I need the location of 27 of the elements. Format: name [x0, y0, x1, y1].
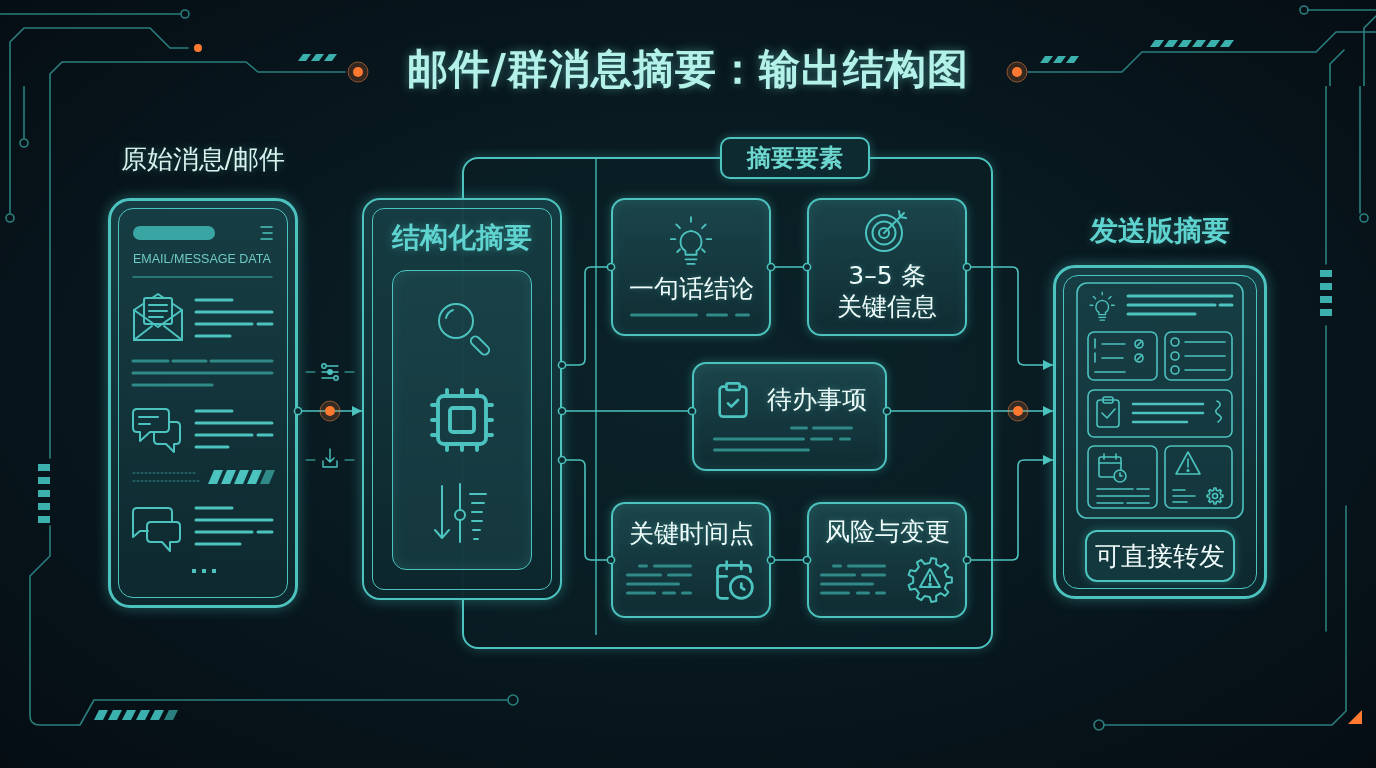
element-card: [807, 502, 967, 618]
element-card: [611, 502, 771, 618]
card-title: 一句话结论: [628, 273, 754, 305]
element-card: [692, 362, 887, 471]
connector: [766, 555, 812, 565]
column-heading: 发送版摘要: [1090, 213, 1230, 249]
data-label: EMAIL/MESSAGE DATA: [133, 252, 271, 267]
card-title: 3–5 条关键信息: [836, 259, 938, 323]
connector: [882, 406, 1054, 416]
card-title: 关键时间点: [628, 518, 754, 550]
connector: [557, 406, 697, 416]
connector: [557, 262, 616, 370]
section-tab: 摘要要素: [720, 137, 870, 179]
connector: [962, 455, 1054, 565]
element-card: [807, 198, 967, 336]
column-heading: 原始消息/邮件: [120, 143, 286, 176]
connector: [557, 455, 616, 565]
connector: [293, 406, 363, 416]
card-title: 待办事项: [766, 383, 867, 416]
diagram-title: 邮件/群消息摘要：输出结构图: [407, 46, 969, 94]
status-label-box: 可直接转发: [1085, 530, 1235, 582]
connector: [962, 262, 1054, 370]
card-title: 风险与变更: [824, 516, 950, 548]
process-box: [362, 198, 562, 600]
box-title: 结构化摘要: [392, 220, 532, 256]
element-card: [611, 198, 771, 336]
connector: [766, 262, 812, 272]
